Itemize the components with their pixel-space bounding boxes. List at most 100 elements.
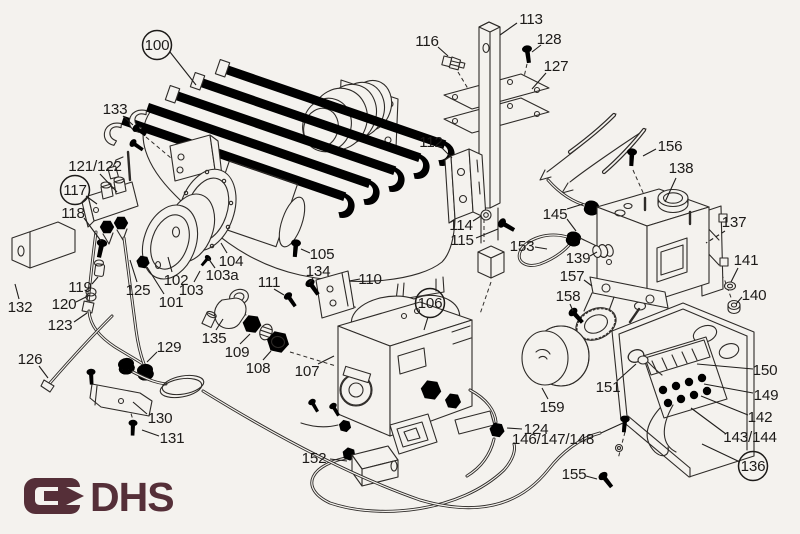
- tube-coil: [161, 374, 205, 396]
- svg-text:123: 123: [48, 317, 73, 334]
- nipple-fitting: [241, 314, 263, 334]
- junction-box: [596, 302, 755, 491]
- svg-text:158: 158: [556, 288, 581, 305]
- svg-text:127: 127: [544, 58, 569, 75]
- part-label-143-144: 143/144: [690, 407, 777, 446]
- svg-text:156: 156: [658, 138, 683, 155]
- part-label-139: 139: [566, 250, 598, 267]
- svg-text:103: 103: [179, 282, 204, 299]
- svg-text:155: 155: [562, 466, 587, 483]
- part-label-149: 149: [703, 383, 779, 404]
- svg-text:130: 130: [148, 410, 173, 427]
- fitting-116: [441, 55, 466, 71]
- pan-foot: [395, 276, 445, 301]
- svg-text:135: 135: [202, 330, 227, 347]
- nut-140: [727, 299, 741, 315]
- svg-text:129: 129: [157, 339, 182, 356]
- svg-text:113: 113: [519, 11, 543, 28]
- part-label-132: 132: [8, 283, 33, 316]
- svg-text:109: 109: [225, 344, 250, 361]
- part-label-111: 111: [258, 274, 285, 296]
- screw-156: [626, 148, 638, 167]
- svg-text:134: 134: [306, 263, 331, 280]
- part-label-114: 114: [449, 215, 482, 234]
- part-label-100: 100: [141, 29, 197, 86]
- part-label-146-147-148: 146/147/148: [512, 422, 624, 448]
- capillary-sweep: [201, 389, 602, 510]
- part-label-134: 134: [306, 263, 331, 284]
- part-label-145: 145: [543, 203, 584, 232]
- svg-text:125: 125: [126, 282, 151, 299]
- svg-text:138: 138: [669, 160, 694, 177]
- part-label-126: 126: [18, 351, 49, 379]
- finned-tube-rails: [103, 58, 459, 222]
- svg-text:120: 120: [52, 296, 77, 313]
- part-label-112: 112: [419, 134, 453, 159]
- tube-clamp-bracket: [86, 368, 153, 436]
- svg-text:153: 153: [510, 238, 535, 255]
- svg-text:150: 150: [753, 362, 778, 379]
- part-label-109: 109: [225, 333, 251, 361]
- svg-text:141: 141: [734, 252, 759, 269]
- svg-text:116: 116: [415, 33, 439, 50]
- washer-141: [723, 281, 737, 291]
- gas-valve: [300, 294, 473, 455]
- part-label-124: 124: [506, 421, 549, 438]
- part-label-138: 138: [664, 160, 694, 203]
- part-label-123: 123: [48, 312, 88, 334]
- part-label-131: 131: [141, 429, 185, 447]
- part-label-127: 127: [531, 58, 569, 90]
- svg-text:106: 106: [418, 295, 443, 312]
- part-label-115: 115: [450, 228, 499, 249]
- pipe-124: [454, 388, 506, 478]
- svg-text:108: 108: [246, 360, 271, 377]
- svg-text:137: 137: [722, 214, 747, 231]
- part-label-119: 119: [68, 276, 99, 296]
- part-label-116: 116: [415, 33, 449, 57]
- svg-text:107: 107: [295, 363, 320, 380]
- part-label-157: 157: [560, 268, 593, 287]
- screw-155: [596, 470, 616, 491]
- screw-133b: [128, 137, 146, 154]
- part-label-152: 152: [302, 450, 348, 467]
- part-label-117: 117: [59, 174, 98, 206]
- round-cap: [657, 188, 689, 208]
- svg-text:149: 149: [754, 387, 779, 404]
- dhs-logo: DHS: [24, 474, 175, 520]
- part-label-102: 102: [164, 256, 189, 289]
- part-label-101: 101: [146, 266, 184, 311]
- svg-text:102: 102: [164, 272, 189, 289]
- part-label-110: 110: [348, 271, 382, 288]
- svg-text:143/144: 143/144: [723, 429, 777, 446]
- dhs-logo-arrow: [44, 483, 84, 509]
- part-number-labels: 100133121/122117118132119120123126125101…: [8, 11, 779, 483]
- svg-text:131: 131: [160, 430, 185, 447]
- svg-text:104: 104: [219, 253, 244, 270]
- part-label-140: 140: [735, 287, 767, 305]
- grommet-151: [627, 349, 649, 365]
- part-label-103: 103: [179, 270, 204, 299]
- part-label-153: 153: [510, 238, 548, 255]
- svg-text:117: 117: [63, 182, 87, 199]
- svg-text:136: 136: [741, 458, 766, 475]
- svg-text:111: 111: [258, 274, 280, 291]
- svg-text:128: 128: [537, 31, 562, 48]
- part-label-130: 130: [132, 401, 173, 427]
- burner-assembly: [135, 160, 306, 280]
- line-artwork: [11, 21, 755, 513]
- ignition-cable-152: [310, 442, 516, 513]
- part-label-106: 106: [414, 287, 446, 331]
- part-label-129: 129: [146, 339, 182, 363]
- part-label-113: 113: [499, 11, 543, 36]
- washer-114: [480, 209, 492, 221]
- svg-text:157: 157: [560, 268, 585, 285]
- washer-148: [614, 443, 624, 453]
- screw-128: [521, 44, 534, 64]
- part-label-118: 118: [61, 205, 102, 242]
- svg-text:159: 159: [540, 399, 565, 416]
- part-label-135: 135: [202, 318, 227, 347]
- valve-bracket-110: [315, 270, 355, 319]
- part-label-136: 136: [701, 443, 769, 482]
- burner-dome-cap: [141, 204, 199, 280]
